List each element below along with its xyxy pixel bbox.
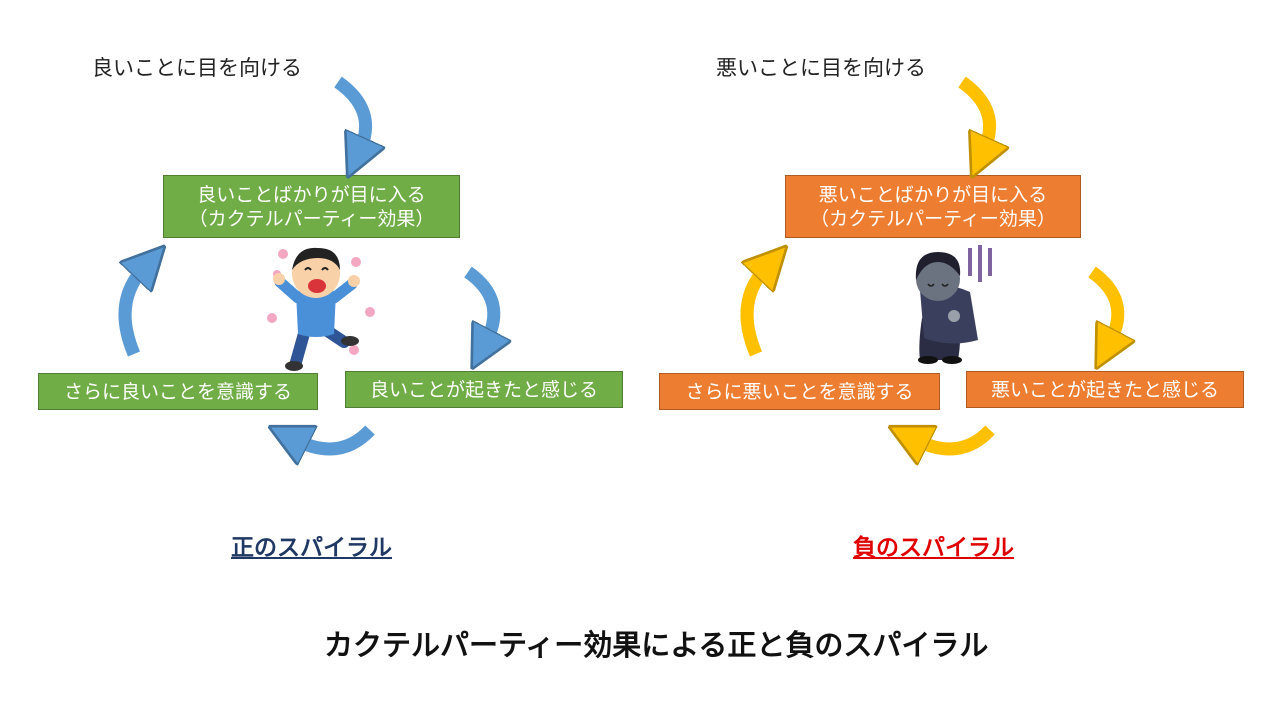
negative-spiral-label: 負のスパイラル (853, 535, 1014, 561)
right-main-box-line1: 悪いことばかりが目に入る (818, 183, 1048, 206)
arrow-top-right (958, 76, 990, 150)
left-main-box-line2: （カクテルパーティー効果） (188, 207, 435, 230)
right-main-box-line2: （カクテルパーティー効果） (810, 207, 1056, 230)
left-main-box: 良いことばかりが目に入る （カクテルパーティー効果） (163, 175, 460, 238)
right-right-box: 悪いことが起きたと感じる (966, 371, 1244, 408)
right-top-text: 悪いことに目を向ける (716, 56, 926, 80)
arrow-right-left (464, 266, 494, 342)
left-main-box-line1: 良いことばかりが目に入る (197, 183, 426, 206)
right-main-box: 悪いことばかりが目に入る （カクテルパーティー効果） (785, 175, 1081, 238)
positive-spiral-label: 正のスパイラル (231, 535, 392, 561)
arrow-left-right (740, 268, 766, 357)
left-left-box: さらに良いことを意識する (38, 373, 318, 410)
arrow-top-left (334, 76, 366, 150)
arrow-bottom-right (916, 430, 995, 449)
arrow-right-right (1088, 266, 1118, 342)
page-title: カクテルパーティー効果による正と負のスパイラル (324, 628, 989, 662)
right-left-box: さらに悪いことを意識する (659, 373, 940, 410)
arrow-left-left (118, 268, 144, 357)
arrow-bottom-left (296, 430, 375, 449)
left-right-box: 良いことが起きたと感じる (345, 371, 623, 408)
left-top-text: 良いことに目を向ける (92, 56, 302, 80)
